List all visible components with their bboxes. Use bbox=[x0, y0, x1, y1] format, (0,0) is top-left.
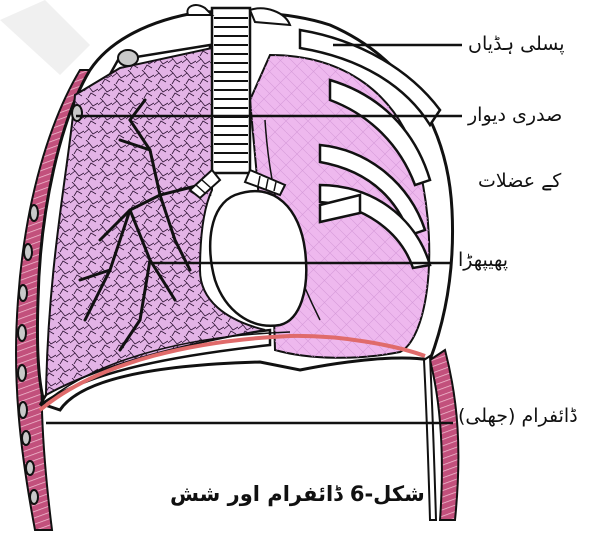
figure-caption: شکل-6 ڈائفرام اور شش bbox=[170, 482, 425, 506]
label-diaphragm: ڈائفرام (جھلی) bbox=[458, 405, 578, 427]
label-chest-wall-line1: صدری دیوار bbox=[468, 104, 562, 126]
watermark bbox=[0, 0, 90, 75]
label-chest-wall-line2: کے عضلات bbox=[478, 170, 561, 192]
clavicle bbox=[187, 5, 212, 15]
label-lung: پھیپھڑا bbox=[458, 249, 508, 271]
label-ribs: پسلی ہڈیاں bbox=[468, 33, 565, 55]
